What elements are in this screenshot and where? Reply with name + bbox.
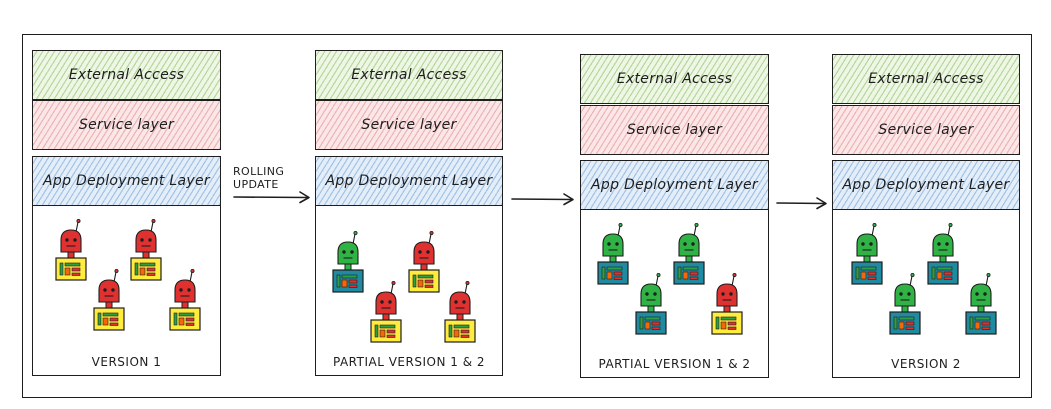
robot-icon <box>888 272 922 340</box>
robot-icon <box>407 230 441 298</box>
stage-panel-2: External Access Service layer App Deploy… <box>315 50 503 376</box>
version-caption: VERSION 2 <box>891 357 961 371</box>
robot-icon <box>369 280 403 348</box>
external-access-label: External Access <box>868 71 984 87</box>
app-deployment-label: App Deployment Layer <box>325 173 493 189</box>
service-layer-label: Service layer <box>878 122 974 138</box>
app-deployment-layer: App Deployment Layer <box>580 160 769 210</box>
app-deployment-layer: App Deployment Layer <box>315 156 503 206</box>
stage-panel-4: External Access Service layer App Deploy… <box>832 54 1020 378</box>
service-layer-label: Service layer <box>626 122 723 138</box>
robot-icon <box>443 280 477 348</box>
outer-frame <box>22 34 1032 398</box>
service-layer: Service layer <box>315 100 503 150</box>
arrow-right-icon <box>511 193 574 206</box>
app-deployment-label: App Deployment Layer <box>591 177 758 193</box>
app-deployment-layer: App Deployment Layer <box>32 156 221 206</box>
version-caption: PARTIAL VERSION 1 & 2 <box>333 355 485 369</box>
service-layer-label: Service layer <box>78 117 175 133</box>
robot-icon <box>634 272 668 340</box>
robot-icon <box>54 218 88 286</box>
robot-icon <box>92 268 126 336</box>
robot-icon <box>168 268 202 336</box>
robot-icon <box>964 272 998 340</box>
version-caption: PARTIAL VERSION 1 & 2 <box>598 357 751 371</box>
service-layer: Service layer <box>32 100 221 150</box>
robot-icon <box>926 222 960 290</box>
external-access-label: External Access <box>68 67 185 83</box>
robot-icon <box>672 222 706 290</box>
service-layer-label: Service layer <box>361 117 457 133</box>
service-layer: Service layer <box>580 105 769 155</box>
stage-panel-3: External Access Service layer App Deploy… <box>580 54 769 378</box>
robot-icon <box>710 272 744 340</box>
app-deployment-layer: App Deployment Layer <box>832 160 1020 210</box>
rolling-update-label: ROLLING UPDATE <box>233 165 285 191</box>
external-access-label: External Access <box>351 67 467 83</box>
external-access-layer: External Access <box>832 54 1020 104</box>
stage-panel-1: External Access Service layer App Deploy… <box>32 50 221 376</box>
robot-icon <box>850 222 884 290</box>
external-access-layer: External Access <box>580 54 769 104</box>
arrow-right-icon <box>233 191 310 204</box>
robot-icon <box>331 230 365 298</box>
version-caption: VERSION 1 <box>91 355 162 369</box>
external-access-layer: External Access <box>315 50 503 100</box>
robot-icon <box>596 222 630 290</box>
external-access-layer: External Access <box>32 50 221 100</box>
app-deployment-label: App Deployment Layer <box>43 173 210 189</box>
app-deployment-label: App Deployment Layer <box>842 177 1010 193</box>
arrow-right-icon <box>776 197 827 210</box>
external-access-label: External Access <box>616 71 733 87</box>
robot-icon <box>129 218 163 286</box>
service-layer: Service layer <box>832 105 1020 155</box>
